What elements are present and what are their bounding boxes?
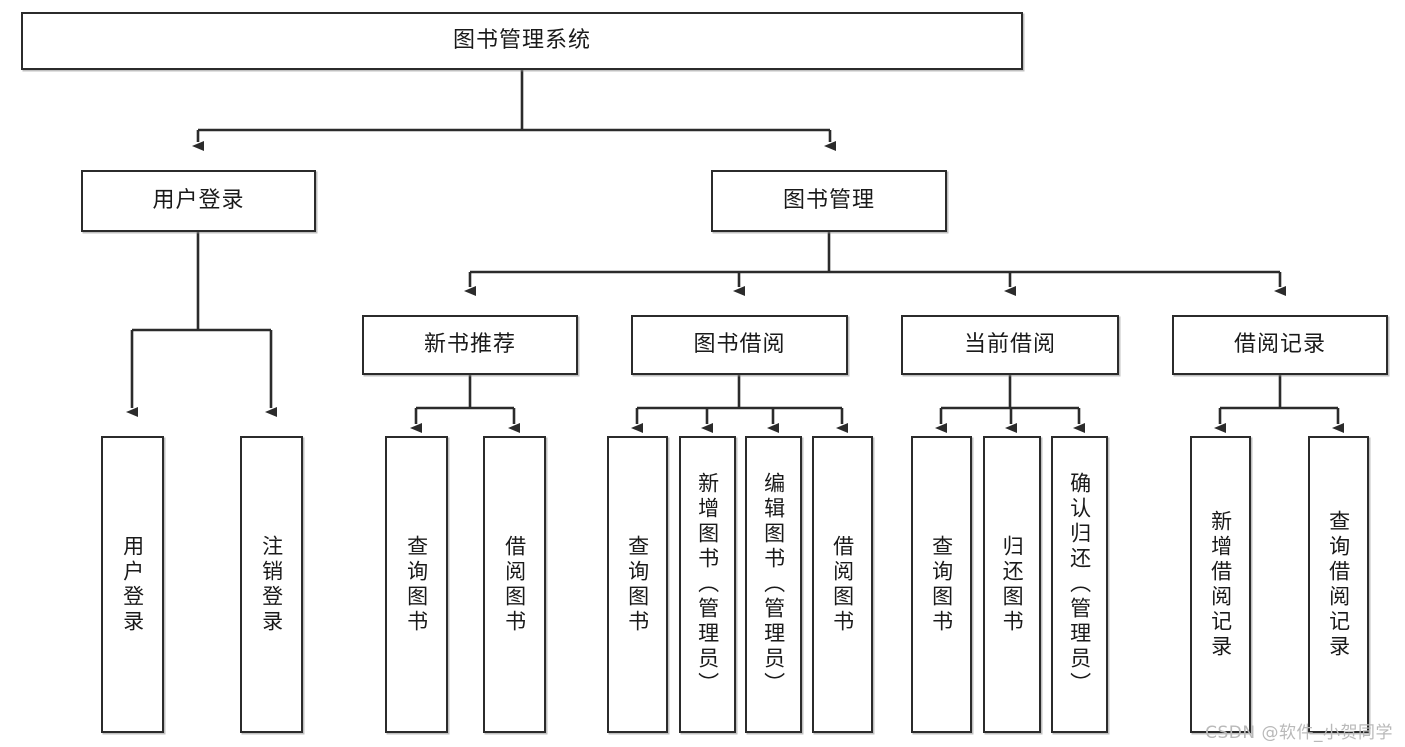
node-leaf-borrow-book-2[interactable]: 借阅图书	[812, 436, 873, 733]
node-new-book-rec-label: 新书推荐	[423, 331, 516, 357]
node-book-manage[interactable]: 图书管理	[711, 170, 947, 232]
node-leaf-user-login[interactable]: 用户登录	[101, 436, 164, 733]
node-leaf-logout-label: 注销登录	[259, 534, 284, 635]
node-leaf-edit-book[interactable]: 编辑图书（管理员）	[745, 436, 802, 733]
node-leaf-add-book-label: 新增图书（管理员）	[695, 472, 720, 697]
node-leaf-query-book-1[interactable]: 查询图书	[385, 436, 448, 733]
node-borrow-record[interactable]: 借阅记录	[1172, 315, 1388, 375]
node-user-login-label: 用户登录	[152, 187, 245, 213]
node-leaf-confirm-return[interactable]: 确认归还（管理员）	[1051, 436, 1108, 733]
node-current-borrow-label: 当前借阅	[963, 331, 1056, 357]
node-leaf-query-record-label: 查询借阅记录	[1326, 509, 1351, 660]
node-user-login[interactable]: 用户登录	[81, 170, 316, 232]
node-leaf-add-book[interactable]: 新增图书（管理员）	[679, 436, 736, 733]
node-leaf-edit-book-label: 编辑图书（管理员）	[761, 472, 786, 697]
node-leaf-confirm-return-label: 确认归还（管理员）	[1067, 472, 1092, 697]
node-leaf-borrow-book-2-label: 借阅图书	[830, 534, 855, 635]
node-leaf-borrow-book-1[interactable]: 借阅图书	[483, 436, 546, 733]
node-leaf-query-book-3-label: 查询图书	[929, 534, 954, 635]
node-leaf-query-book-2-label: 查询图书	[625, 534, 650, 635]
node-leaf-query-record[interactable]: 查询借阅记录	[1308, 436, 1369, 733]
node-leaf-return-book[interactable]: 归还图书	[983, 436, 1041, 733]
node-book-borrow-label: 图书借阅	[693, 331, 786, 357]
node-root-label: 图书管理系统	[452, 27, 591, 53]
node-leaf-logout[interactable]: 注销登录	[240, 436, 303, 733]
node-book-manage-label: 图书管理	[782, 187, 875, 213]
node-leaf-query-book-3[interactable]: 查询图书	[911, 436, 972, 733]
node-leaf-query-book-2[interactable]: 查询图书	[607, 436, 668, 733]
node-root[interactable]: 图书管理系统	[21, 12, 1023, 70]
node-borrow-record-label: 借阅记录	[1233, 331, 1326, 357]
node-new-book-rec[interactable]: 新书推荐	[362, 315, 578, 375]
node-leaf-user-login-label: 用户登录	[120, 534, 145, 635]
node-leaf-add-record[interactable]: 新增借阅记录	[1190, 436, 1251, 733]
node-leaf-add-record-label: 新增借阅记录	[1208, 509, 1233, 660]
node-leaf-borrow-book-1-label: 借阅图书	[502, 534, 527, 635]
node-leaf-query-book-1-label: 查询图书	[404, 534, 429, 635]
node-current-borrow[interactable]: 当前借阅	[901, 315, 1119, 375]
node-leaf-return-book-label: 归还图书	[1000, 534, 1025, 635]
node-book-borrow[interactable]: 图书借阅	[631, 315, 848, 375]
csdn-watermark: CSDN @软件_小贺同学	[1205, 723, 1393, 743]
